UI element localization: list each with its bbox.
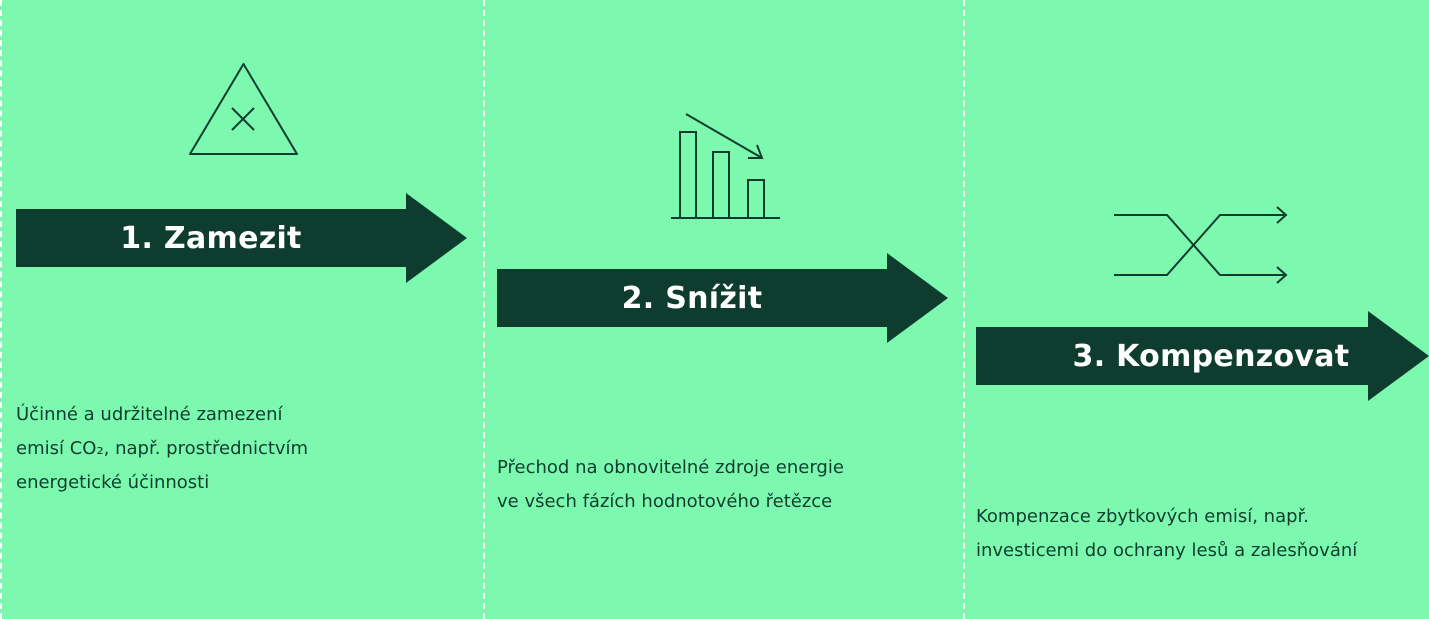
- step-3-description: Kompenzace zbytkových emisí, např. inves…: [976, 506, 1358, 561]
- step-1-arrow: 1. Zamezit: [16, 193, 467, 283]
- declining-bar-chart-icon: [670, 110, 780, 222]
- step-3-label: 3. Kompenzovat: [1072, 338, 1350, 374]
- column-divider: [0, 0, 2, 619]
- step-1-description: Účinné a udržitelné zamezení emisí CO₂, …: [16, 404, 309, 493]
- crossing-arrows-icon: [1112, 203, 1292, 287]
- step-1-label: 1. Zamezit: [120, 220, 302, 256]
- column-divider: [483, 0, 485, 619]
- step-3-arrow: 3. Kompenzovat: [976, 311, 1429, 401]
- step-2-label: 2. Snížit: [621, 280, 763, 316]
- column-divider: [963, 0, 965, 619]
- triangle-x-icon: [186, 60, 301, 158]
- step-2-description: Přechod na obnovitelné zdroje energie ve…: [497, 457, 844, 512]
- step-2-arrow: 2. Snížit: [497, 253, 948, 343]
